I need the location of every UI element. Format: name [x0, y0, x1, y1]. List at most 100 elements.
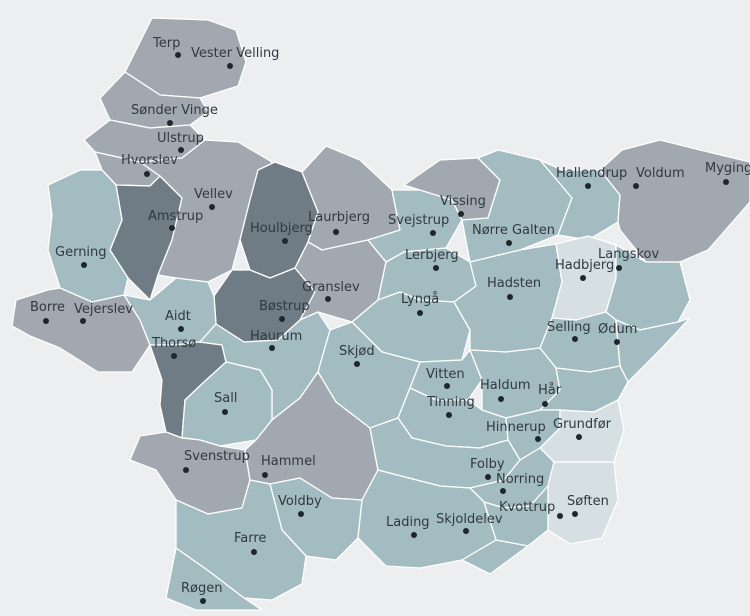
place-label: Aidt [165, 309, 191, 324]
place-label: Vejerslev [74, 302, 133, 317]
place-label: Hammel [261, 454, 316, 469]
place-dot [282, 238, 288, 244]
place-dot [333, 229, 339, 235]
place-label: Kvottrup [499, 500, 555, 515]
place-label: Hallendrup [556, 166, 627, 181]
place-vellev: Vellev [194, 187, 233, 210]
place-dot [325, 296, 331, 302]
place-label: Farre [234, 531, 266, 546]
place-vissing: Vissing [440, 194, 486, 217]
place-label: Houlbjerg [250, 221, 313, 236]
place-label: Skjoldelev [436, 512, 503, 527]
place-dot [614, 339, 620, 345]
place-lynga: Lyngå [401, 292, 439, 316]
place-label: Amstrup [148, 209, 203, 224]
place-vejerslev: Vejerslev [74, 302, 133, 324]
place-hinnerup: Hinnerup [486, 420, 546, 442]
region-skjoldelev[interactable] [461, 539, 529, 575]
place-label: Svenstrup [184, 449, 250, 464]
place-gerning: Gerning [55, 245, 107, 268]
place-dot [178, 326, 184, 332]
place-dot [417, 310, 423, 316]
place-dot [463, 528, 469, 534]
place-label: Hvorslev [121, 153, 178, 168]
place-odum: Ødum [598, 322, 637, 345]
region-voldum[interactable] [599, 139, 750, 263]
place-soften: Søften [567, 494, 609, 517]
place-label: Hadsten [487, 276, 541, 291]
place-dot [506, 240, 512, 246]
regions-layer [11, 17, 750, 611]
place-lerbjerg: Lerbjerg [405, 248, 459, 271]
place-label: Haldum [480, 378, 531, 393]
place-label: Tinning [426, 395, 475, 410]
place-dot [222, 409, 228, 415]
place-hammel: Hammel [261, 454, 316, 478]
place-label: Laurbjerg [308, 210, 370, 225]
place-haldum: Haldum [480, 378, 531, 402]
region-sall[interactable] [181, 361, 273, 447]
place-label: Vellev [194, 187, 233, 202]
place-label: Norring [496, 472, 544, 487]
place-haurum: Haurum [250, 329, 302, 351]
place-dot [251, 549, 257, 555]
place-hallendrup: Hallendrup [556, 166, 627, 189]
place-ulstrup: Ulstrup [157, 131, 204, 153]
place-label: Grundfør [553, 417, 612, 432]
place-voldby: Voldby [278, 494, 322, 517]
place-label: Ødum [598, 322, 637, 337]
place-dot [80, 318, 86, 324]
place-rogen: Røgen [181, 581, 222, 604]
place-dot [430, 230, 436, 236]
place-dot [43, 318, 49, 324]
place-label: Folby [470, 457, 505, 472]
place-label: Røgen [181, 581, 222, 596]
place-dot [535, 436, 541, 442]
place-bostrup: Bøstrup [259, 299, 310, 322]
place-houlbjerg: Houlbjerg [250, 221, 313, 244]
place-label: Skjød [339, 344, 375, 359]
place-label: Granslev [302, 280, 360, 295]
place-hadbjerg: Hadbjerg [555, 258, 614, 281]
place-laurbjerg: Laurbjerg [308, 210, 370, 235]
place-skjoldelev: Skjoldelev [436, 512, 503, 534]
place-kvottrup: Kvottrup [499, 500, 563, 519]
place-thorso: Thorsø [151, 336, 196, 359]
place-dot [144, 171, 150, 177]
place-vitten: Vitten [426, 367, 465, 389]
place-grundfor: Grundfør [553, 417, 612, 440]
region-gerning[interactable] [47, 169, 129, 303]
place-dot [167, 120, 173, 126]
place-label: Bøstrup [259, 299, 310, 314]
place-label: Hadbjerg [555, 258, 614, 273]
place-selling: Selling [547, 320, 591, 342]
place-label: Voldum [636, 166, 685, 181]
place-dot [227, 63, 233, 69]
place-dot [444, 383, 450, 389]
place-label: Ulstrup [157, 131, 204, 146]
place-dot [580, 275, 586, 281]
place-dot [576, 434, 582, 440]
place-label: Thorsø [151, 336, 196, 351]
place-sall: Sall [214, 391, 237, 415]
place-label: Lading [386, 515, 430, 530]
place-dot [542, 401, 548, 407]
place-amstrup: Amstrup [148, 209, 203, 231]
place-dot [616, 265, 622, 271]
place-label: Langskov [598, 247, 659, 262]
place-norre-galten: Nørre Galten [472, 223, 555, 246]
place-dot [633, 183, 639, 189]
place-label: Haurum [250, 329, 302, 344]
place-tinning: Tinning [426, 395, 475, 418]
place-dot [446, 412, 452, 418]
place-dot [572, 511, 578, 517]
place-dot [411, 532, 417, 538]
place-label: Borre [30, 300, 65, 315]
place-granslev: Granslev [302, 280, 360, 302]
place-svenstrup: Svenstrup [183, 449, 250, 473]
place-label: Voldby [278, 494, 322, 509]
place-dot [169, 225, 175, 231]
place-dot [262, 472, 268, 478]
region-rogen[interactable] [165, 547, 263, 611]
place-aidt: Aidt [165, 309, 191, 332]
